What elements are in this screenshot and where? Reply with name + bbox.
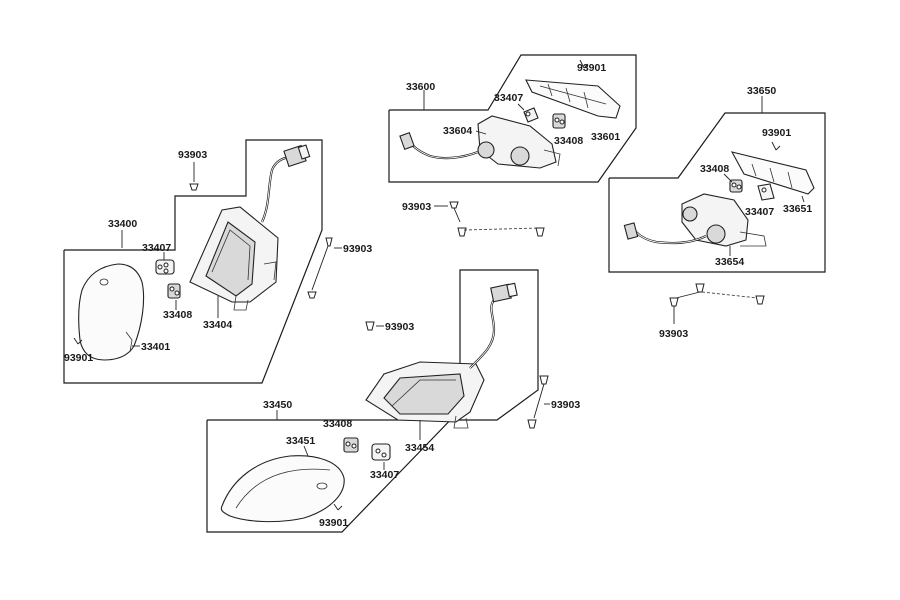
label-33404: 33404 bbox=[203, 319, 232, 331]
label-93901-group3: 93901 bbox=[762, 127, 791, 139]
label-93901-group4: 93901 bbox=[319, 517, 348, 529]
housing-33404 bbox=[189, 206, 279, 311]
label-33604: 33604 bbox=[443, 125, 472, 137]
label-33408-group3: 33408 bbox=[700, 163, 729, 175]
wire-connector-33454 bbox=[469, 282, 518, 369]
screw-93901-group3 bbox=[771, 141, 781, 151]
group-33650: 33650 93901 33408 33407 33651 33654 9390… bbox=[608, 85, 826, 340]
housing-33454 bbox=[365, 361, 485, 429]
group-frame-33400 bbox=[63, 139, 323, 384]
group-frame-33600 bbox=[388, 54, 637, 183]
bulb-33407-group2 bbox=[523, 107, 539, 123]
housing-33604 bbox=[477, 115, 561, 169]
bulb-33407-group1 bbox=[155, 259, 175, 275]
label-33650: 33650 bbox=[747, 85, 776, 97]
screw-93901-lens-group4 bbox=[333, 503, 343, 511]
group-33600: 33600 33407 33604 33408 33601 93901 9390… bbox=[388, 54, 637, 237]
group-33400: 33400 33407 33408 33404 33401 93901 9390… bbox=[63, 139, 372, 384]
mount-screws-93903-group3 bbox=[669, 283, 765, 324]
label-33401: 33401 bbox=[141, 341, 170, 353]
wire-connector-33604 bbox=[399, 132, 479, 160]
mount-screws-93903-group2 bbox=[449, 201, 545, 237]
bulb-33407-group4 bbox=[371, 443, 391, 461]
screw-93903-top-group1 bbox=[189, 162, 199, 191]
socket-33408-group4 bbox=[343, 437, 359, 453]
label-33407-group2: 33407 bbox=[494, 92, 523, 104]
lens-33451 bbox=[220, 455, 345, 523]
wire-connector-33404 bbox=[261, 144, 311, 223]
screw-93903-top-group4 bbox=[365, 321, 375, 331]
socket-33408-group3 bbox=[729, 179, 743, 193]
label-33451: 33451 bbox=[286, 435, 315, 447]
screw-93903-right-group1 bbox=[307, 237, 333, 299]
label-93901-group2: 93901 bbox=[577, 62, 606, 74]
label-33450: 33450 bbox=[263, 399, 292, 411]
screw-93901-group2 bbox=[579, 59, 589, 69]
group-33450: 33450 33451 33408 33407 33454 93901 9390… bbox=[206, 269, 580, 533]
group-frame-33450 bbox=[206, 269, 539, 533]
label-33407-group4: 33407 bbox=[370, 469, 399, 481]
label-33407-group3: 33407 bbox=[745, 206, 774, 218]
lens-33601 bbox=[525, 79, 621, 119]
group-frame-33650 bbox=[608, 112, 826, 273]
label-33408-group4: 33408 bbox=[323, 418, 352, 430]
label-93903-group3: 93903 bbox=[659, 328, 688, 340]
label-93903-top-group1: 93903 bbox=[178, 149, 207, 161]
label-33600: 33600 bbox=[406, 81, 435, 93]
housing-33654 bbox=[681, 193, 767, 247]
label-33454: 33454 bbox=[405, 442, 434, 454]
label-33400: 33400 bbox=[108, 218, 137, 230]
label-33408-group2: 33408 bbox=[554, 135, 583, 147]
label-93903-right-group4: 93903 bbox=[551, 399, 580, 411]
wire-connector-33654 bbox=[623, 222, 707, 245]
screw-93903-right-group4 bbox=[527, 375, 549, 429]
socket-33408-group1 bbox=[167, 283, 181, 299]
label-33601: 33601 bbox=[591, 131, 620, 143]
label-93903-right-group1: 93903 bbox=[343, 243, 372, 255]
label-93903-group2: 93903 bbox=[402, 201, 431, 213]
label-93903-top-group4: 93903 bbox=[385, 321, 414, 333]
label-33408-group1: 33408 bbox=[163, 309, 192, 321]
label-33654: 33654 bbox=[715, 256, 744, 268]
label-33651: 33651 bbox=[783, 203, 812, 215]
label-93901-group1: 93901 bbox=[64, 352, 93, 364]
lens-33651 bbox=[730, 151, 815, 195]
socket-33408-group2 bbox=[552, 113, 566, 129]
bulb-33407-group3 bbox=[757, 183, 775, 201]
label-33407-group1: 33407 bbox=[142, 242, 171, 254]
screw-93901-lens-group1 bbox=[73, 337, 83, 345]
